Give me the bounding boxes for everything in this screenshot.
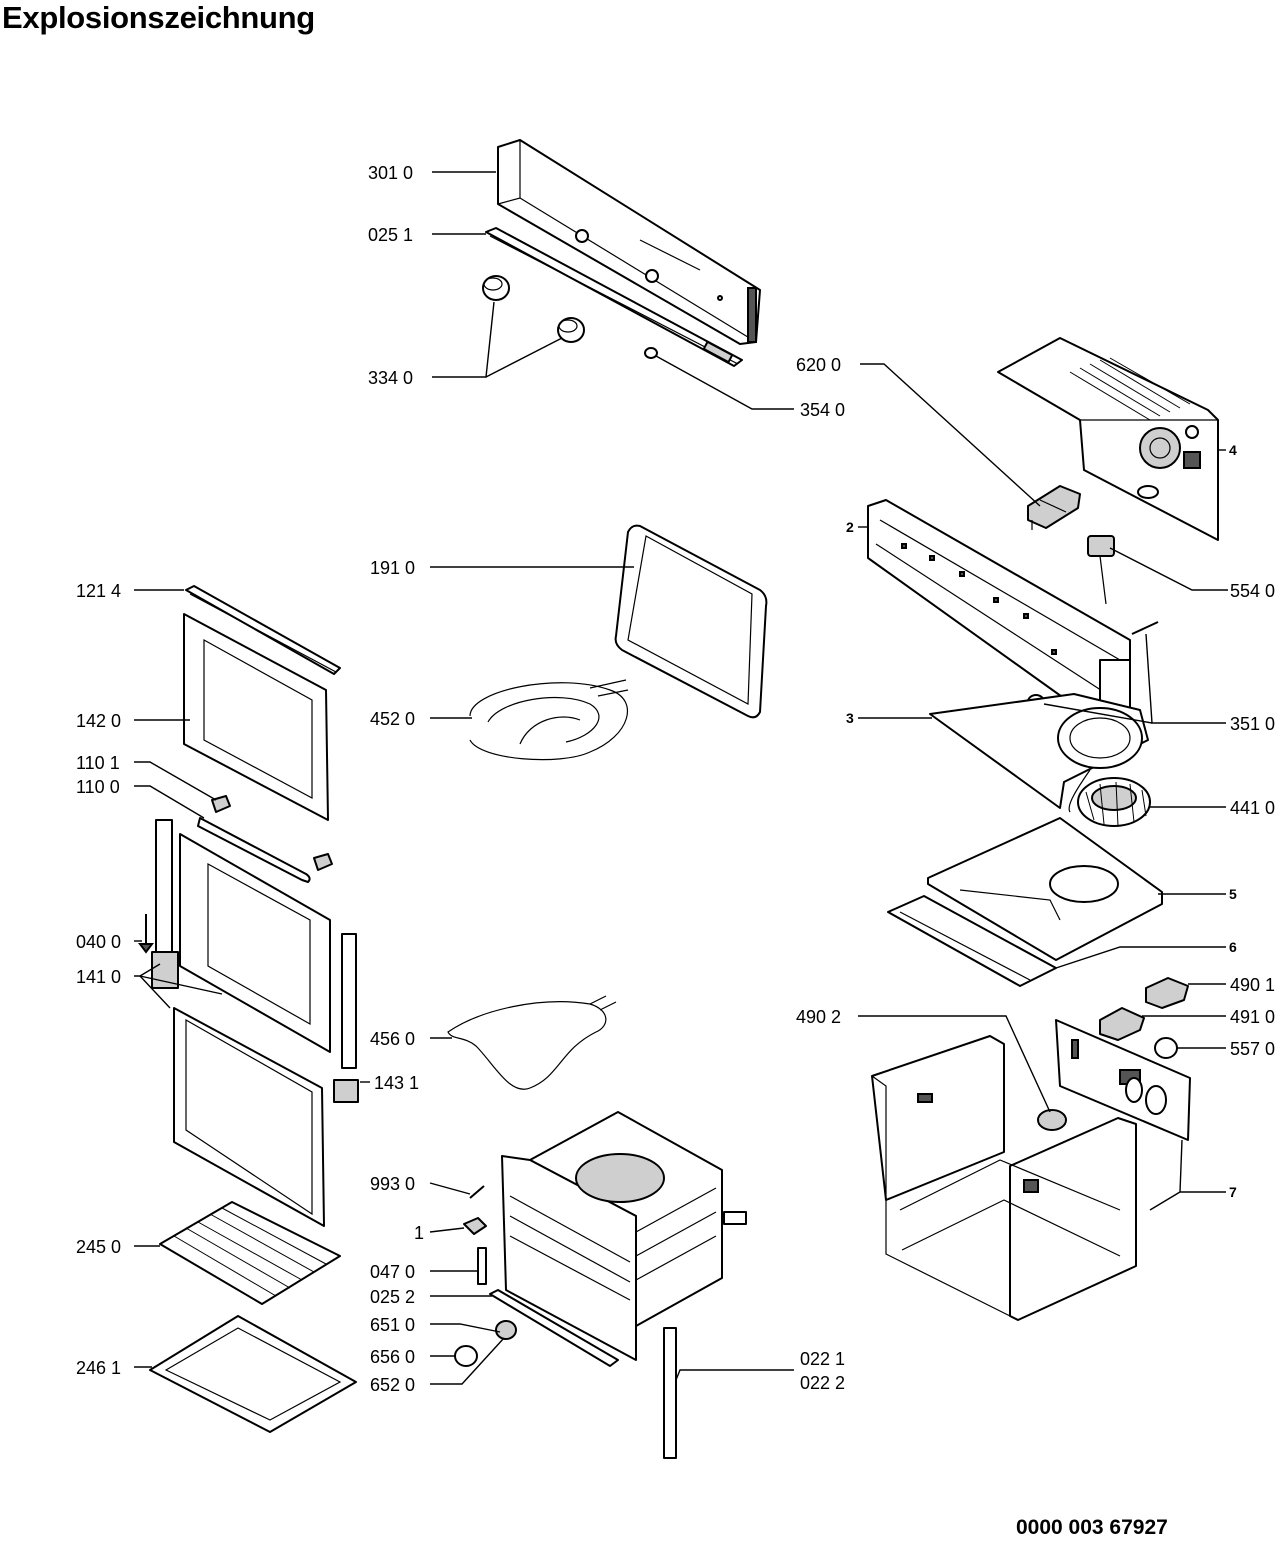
door-clip-part: [333, 1079, 359, 1103]
callout-4: 4: [1229, 442, 1237, 458]
callout-441-0: 441 0: [1230, 798, 1275, 818]
front-frame-part: [867, 499, 1131, 725]
document-number: 0000 003 67927: [1016, 1516, 1168, 1539]
callout-490-2: 490 2: [796, 1007, 841, 1027]
selector-switch-part: [1027, 485, 1081, 530]
leader-lines: [134, 171, 1228, 1385]
callout-110-1: 110 1: [76, 753, 120, 773]
callout-3: 3: [846, 710, 854, 726]
control-panel-part: [497, 139, 761, 345]
callout-141-0: 141 0: [76, 967, 121, 987]
callout-121-4: 121 4: [76, 581, 121, 601]
bottom-panel-part: [927, 817, 1163, 961]
small-hardware-parts: [463, 1185, 487, 1285]
callout-656-0: 656 0: [370, 1347, 415, 1367]
electrical-components-parts: [1037, 977, 1189, 1131]
oven-cavity-part: [501, 1111, 747, 1361]
callout-652-0: 652 0: [370, 1375, 415, 1395]
fan-top-cover-part: [929, 693, 1149, 813]
wire-rack-part: [159, 1201, 341, 1305]
callout-491-0: 491 0: [1230, 1007, 1275, 1027]
callout-1: 1: [414, 1223, 424, 1243]
callout-2: 2: [846, 519, 854, 535]
fan-housing-cover-part: [997, 337, 1219, 541]
trim-strip-upper-part: [485, 227, 743, 367]
cap-part: [644, 347, 658, 359]
lower-trim-part: [489, 1289, 619, 1367]
callout-025-2: 025 2: [370, 1287, 415, 1307]
inner-glass-part: [173, 1007, 325, 1227]
callout-490-1: 490 1: [1230, 975, 1275, 995]
callout-351-0: 351 0: [1230, 714, 1275, 734]
callout-6: 6: [1229, 939, 1237, 955]
callout-191-0: 191 0: [370, 558, 415, 578]
callout-557-0: 557 0: [1230, 1039, 1275, 1059]
callout-452-0: 452 0: [370, 709, 415, 729]
thermostat-part: [1087, 535, 1115, 605]
control-knob-parts: [482, 275, 585, 343]
callout-301-0: 301 0: [368, 163, 413, 183]
door-seal-part: [614, 524, 768, 719]
fan-wheel-part: [1077, 777, 1151, 827]
outer-door-glass-part: [183, 613, 329, 821]
callout-110-0: 110 0: [76, 777, 120, 797]
callout-993-0: 993 0: [370, 1174, 415, 1194]
callout-651-0: 651 0: [370, 1315, 415, 1335]
callout-7: 7: [1229, 1184, 1237, 1200]
side-rail-part: [663, 1327, 677, 1459]
callout-5: 5: [1229, 886, 1237, 902]
oven-housing-part: [871, 1019, 1191, 1321]
callout-246-1: 246 1: [76, 1358, 121, 1378]
callout-334-0: 334 0: [368, 368, 413, 388]
diagram-title: Explosionszeichnung: [2, 0, 315, 35]
callout-025-1: 025 1: [368, 225, 413, 245]
bottom-heating-element-part: [447, 995, 617, 1090]
inner-door-assembly-part: [151, 819, 357, 1069]
callout-022-2: 022 2: [800, 1373, 845, 1393]
callout-022-1: 022 1: [800, 1349, 845, 1369]
callout-456-0: 456 0: [370, 1029, 415, 1049]
callout-143-1: 143 1: [374, 1073, 419, 1093]
baking-tray-part: [149, 1315, 357, 1433]
callout-354-0: 354 0: [800, 400, 845, 420]
callout-620-0: 620 0: [796, 355, 841, 375]
callout-040-0: 040 0: [76, 932, 121, 952]
callout-142-0: 142 0: [76, 711, 121, 731]
door-handle-part: [197, 795, 333, 883]
callout-554-0: 554 0: [1230, 581, 1275, 601]
callout-labels: 301 0 025 1 334 0 354 0 620 0 4 2 554 0 …: [76, 163, 1275, 1395]
hinge-pin-part: [138, 914, 154, 954]
callout-245-0: 245 0: [76, 1237, 121, 1257]
door-top-profile-part: [185, 585, 341, 675]
callout-047-0: 047 0: [370, 1262, 415, 1282]
grill-heating-element-part: [469, 679, 629, 761]
